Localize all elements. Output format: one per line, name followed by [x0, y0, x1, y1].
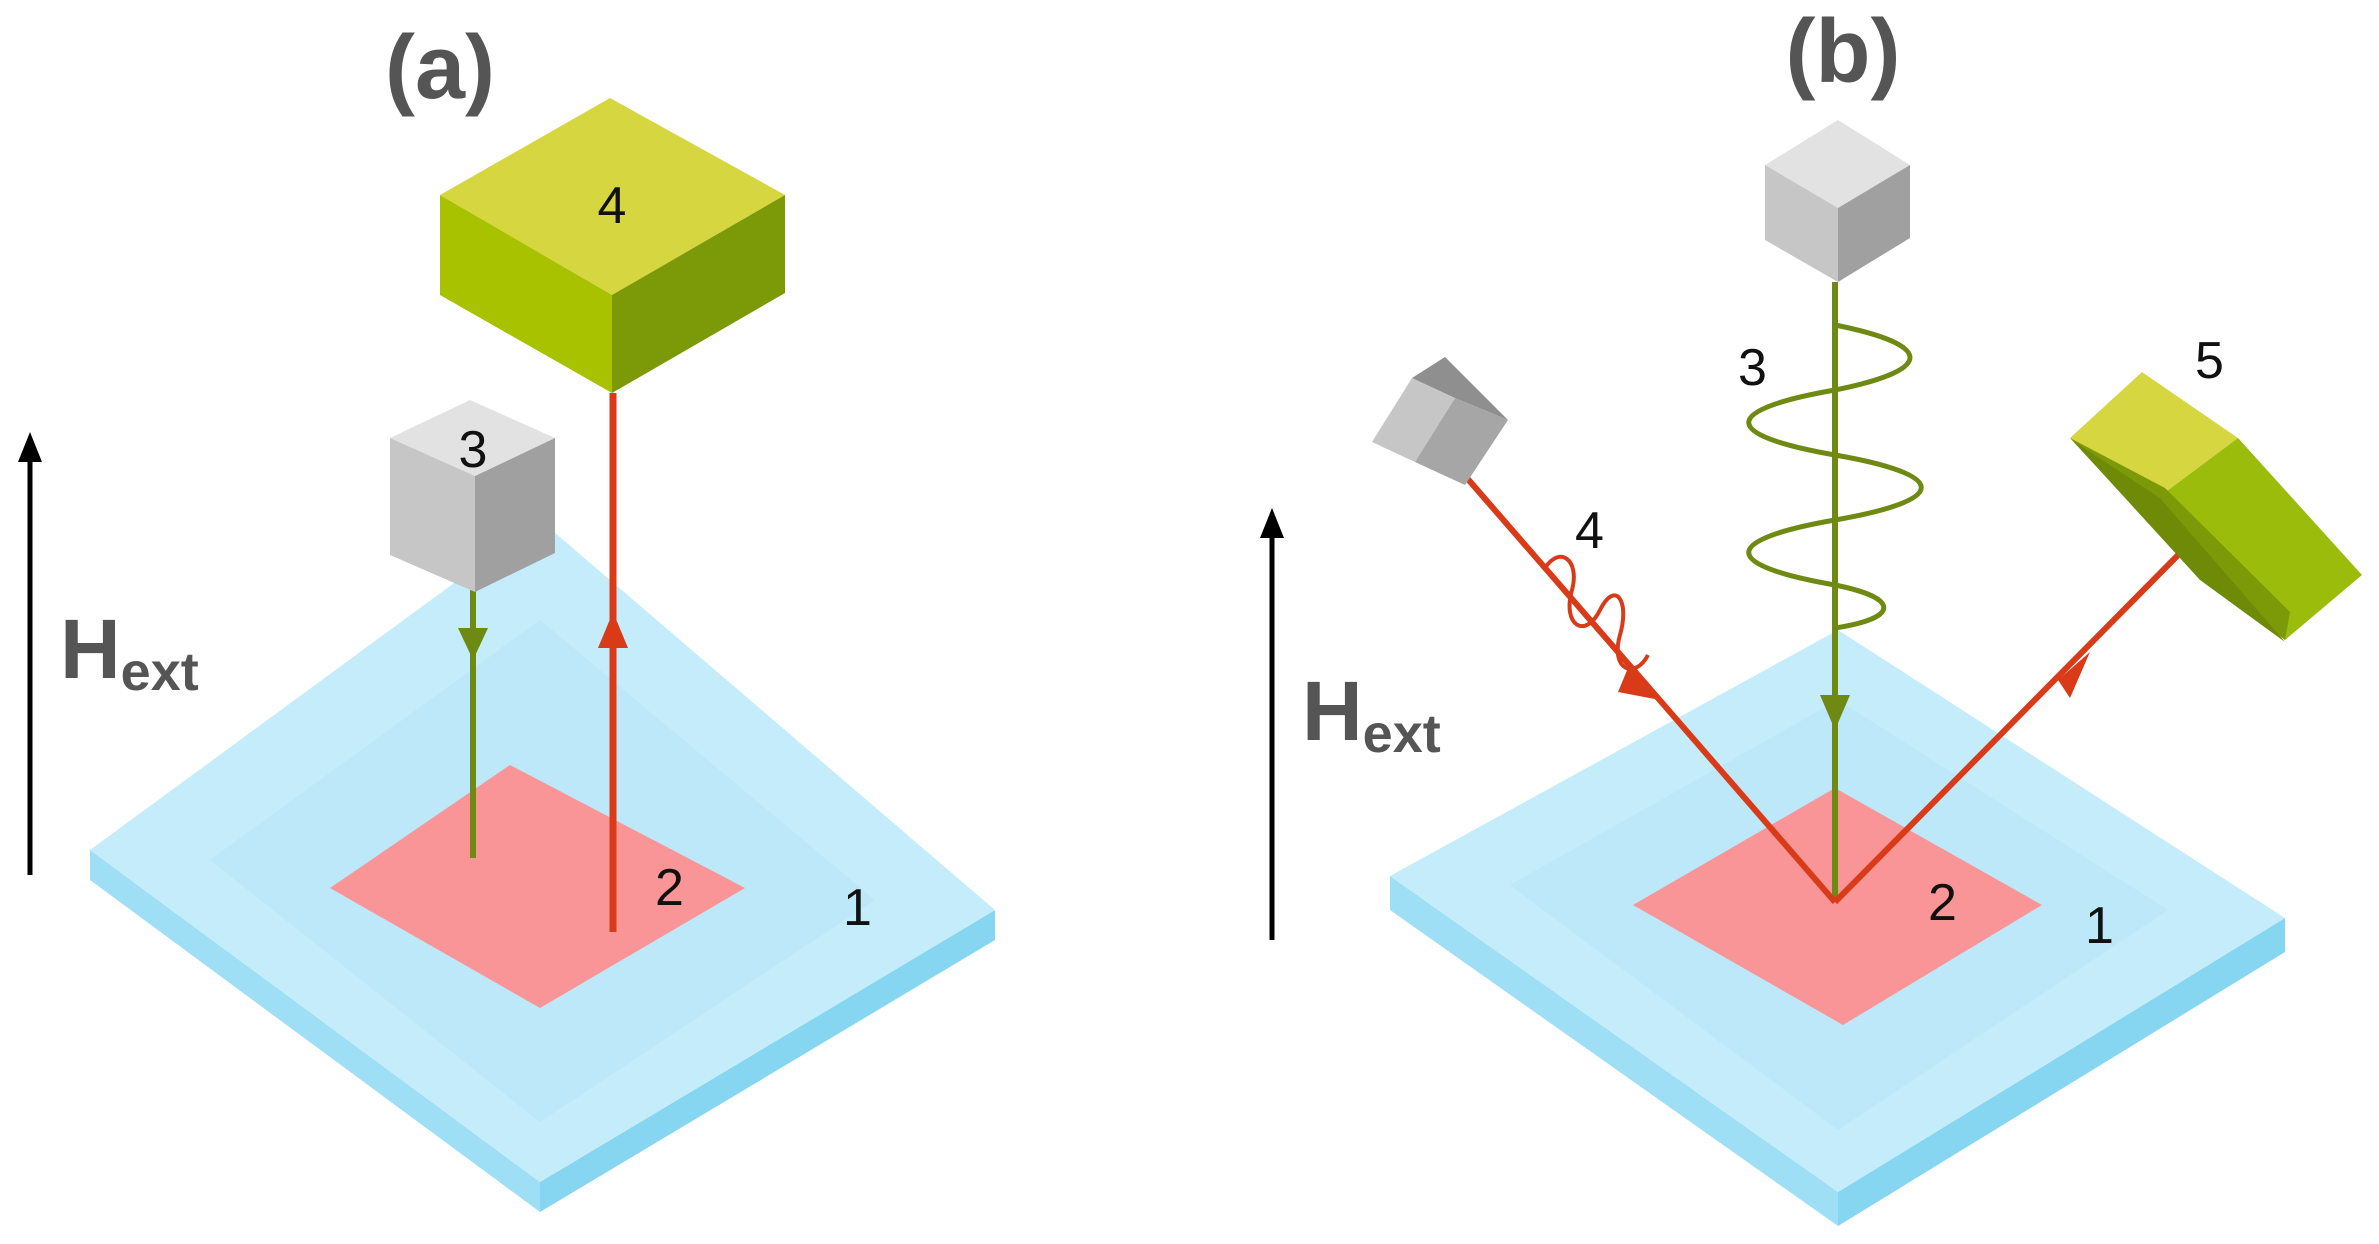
panel-b: (b) Hext 1 2 3: [1260, 2, 2362, 1226]
panel-a-source-cube: [390, 400, 555, 592]
panel-a-incident-beam: [458, 590, 488, 858]
panel-a-label-substrate: 1: [843, 879, 872, 937]
panel-a-label-source: 3: [459, 421, 488, 479]
panel-b-pump-source: [1765, 120, 1910, 282]
panel-b-sample: [1633, 788, 2042, 1025]
panel-a-label-sample: 2: [655, 859, 684, 917]
panel-b-label-sample: 2: [1928, 874, 1957, 932]
panel-b-title: (b): [1786, 2, 1901, 102]
panel-b-label-pump: 3: [1738, 339, 1767, 397]
panel-a-sample: [330, 765, 745, 1008]
panel-a-detector: [440, 98, 785, 393]
panel-a: (a) Hext 1 2: [18, 18, 995, 1212]
panel-a-label-detector: 4: [598, 177, 627, 235]
panel-b-label-detector: 5: [2195, 332, 2224, 390]
panel-a-field-label: Hext: [60, 602, 199, 702]
panel-a-reflected-beam: [598, 393, 628, 932]
panel-b-probe-beam: [1457, 468, 1838, 904]
panel-a-field-arrow: [18, 432, 42, 875]
panel-b-reflected-beam: [1832, 542, 2191, 905]
panel-b-label-substrate: 1: [2085, 897, 2114, 955]
panel-a-title: (a): [385, 18, 495, 118]
panel-b-probe-source: [1372, 357, 1508, 485]
panel-b-field-arrow: [1260, 508, 1284, 940]
panel-b-detector: [2070, 372, 2362, 642]
panel-b-field-label: Hext: [1302, 664, 1441, 764]
panel-b-label-probe: 4: [1575, 502, 1604, 560]
panel-b-pump-beam: [1746, 282, 1924, 902]
